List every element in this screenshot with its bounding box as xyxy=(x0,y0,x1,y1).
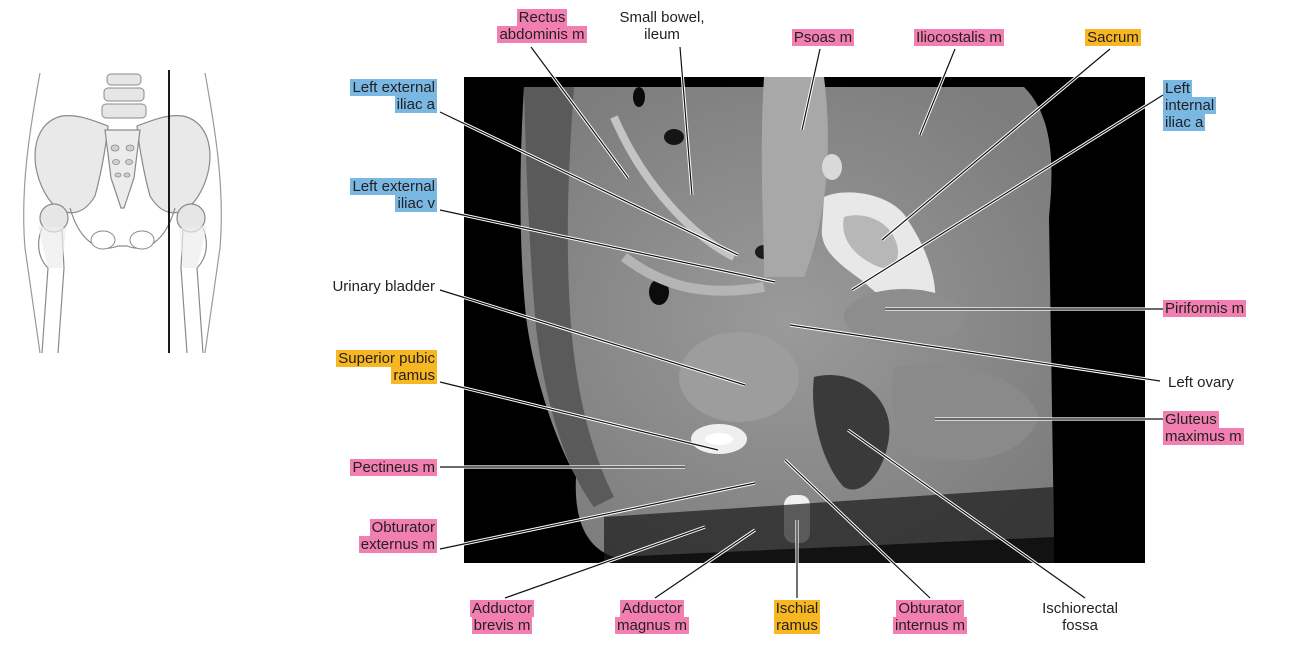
label-text: Small bowel, xyxy=(617,9,706,26)
label-superior-pubic-ramus: Superior pubic ramus xyxy=(287,350,437,384)
label-left-external-iliac-v: Left external iliac v xyxy=(297,178,437,212)
label-text: Psoas m xyxy=(792,29,854,46)
pelvis-orientation-icon xyxy=(0,68,245,353)
label-text: ramus xyxy=(391,367,437,384)
label-rectus-abdominis: Rectus abdominis m xyxy=(487,9,597,43)
label-text: brevis m xyxy=(472,617,533,634)
label-text: Iliocostalis m xyxy=(914,29,1004,46)
label-text: iliac a xyxy=(395,96,437,113)
label-text: Obturator xyxy=(370,519,437,536)
label-psoas: Psoas m xyxy=(778,29,868,46)
label-text: Rectus xyxy=(517,9,568,26)
label-text: Adductor xyxy=(620,600,684,617)
label-text: Left external xyxy=(350,178,437,195)
label-text: Ischiorectal xyxy=(1040,600,1120,617)
sagittal-ct-image xyxy=(464,77,1145,563)
label-text: Sacrum xyxy=(1085,29,1141,46)
label-text: Urinary bladder xyxy=(330,278,437,295)
label-text: Pectineus m xyxy=(350,459,437,476)
label-text: Left ovary xyxy=(1166,374,1236,391)
label-adductor-magnus: Adductor magnus m xyxy=(597,600,707,634)
label-ischial-ramus: Ischial ramus xyxy=(752,600,842,634)
label-small-bowel: Small bowel, ileum xyxy=(612,9,712,43)
label-text: ramus xyxy=(774,617,820,634)
label-left-external-iliac-a: Left external iliac a xyxy=(297,79,437,113)
label-pectineus: Pectineus m xyxy=(297,459,437,476)
label-text: Adductor xyxy=(470,600,534,617)
label-ischiorectal-fossa: Ischiorectal fossa xyxy=(1020,600,1140,634)
label-text: ileum xyxy=(642,26,682,43)
label-text: Superior pubic xyxy=(336,350,437,367)
label-text: iliac v xyxy=(395,195,437,212)
label-text: externus m xyxy=(359,536,437,553)
label-text: Piriformis m xyxy=(1163,300,1246,317)
label-sacrum: Sacrum xyxy=(1068,29,1158,46)
label-urinary-bladder: Urinary bladder xyxy=(277,278,437,295)
label-adductor-brevis: Adductor brevis m xyxy=(452,600,552,634)
label-obturator-internus: Obturator internus m xyxy=(875,600,985,634)
label-text: Left external xyxy=(350,79,437,96)
label-left-ovary: Left ovary xyxy=(1166,374,1276,391)
label-text: abdominis m xyxy=(497,26,586,43)
label-text: internus m xyxy=(893,617,967,634)
label-text: Gluteus xyxy=(1163,411,1219,428)
label-text: internal xyxy=(1163,97,1216,114)
label-text: Ischial xyxy=(774,600,821,617)
label-piriformis: Piriformis m xyxy=(1163,300,1283,317)
label-text: magnus m xyxy=(615,617,689,634)
label-text: iliac a xyxy=(1163,114,1205,131)
label-text: maximus m xyxy=(1163,428,1244,445)
label-text: fossa xyxy=(1060,617,1100,634)
label-text: Obturator xyxy=(896,600,963,617)
label-iliocostalis: Iliocostalis m xyxy=(897,29,1021,46)
label-left-internal-iliac-a: Left internal iliac a xyxy=(1163,80,1253,131)
label-text: Left xyxy=(1163,80,1192,97)
label-obturator-externus: Obturator externus m xyxy=(297,519,437,553)
label-gluteus-maximus: Gluteus maximus m xyxy=(1163,411,1283,445)
